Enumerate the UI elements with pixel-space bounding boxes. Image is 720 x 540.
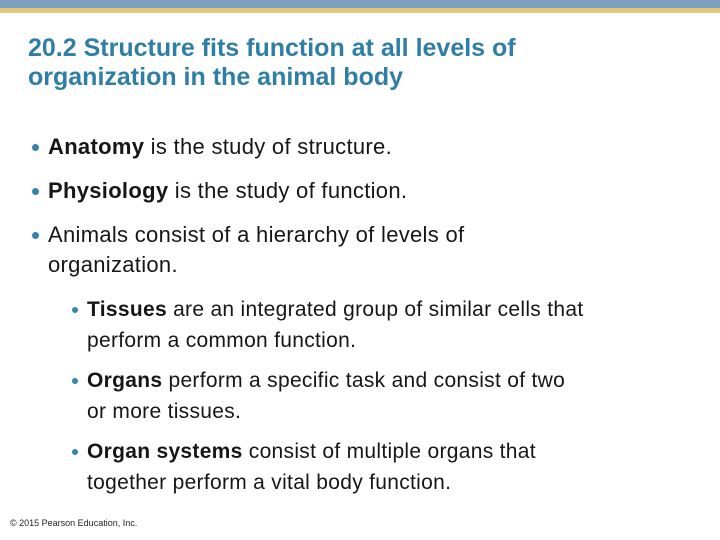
slide-title: 20.2 Structure fits function at all leve… [28,34,688,92]
subbullet-organ-systems-text-line-1: consist of multiple organs that [242,440,536,463]
bullet-dot-icon [32,144,39,151]
bullet-dot-icon [72,307,78,313]
top-accent-bar-yellow [0,8,720,13]
bullet-dot-icon [32,232,39,239]
bullet-dot-icon [32,188,39,195]
subbullet-tissues-term: Tissues [87,298,167,321]
bullet-physiology-term: Physiology [48,178,169,203]
bullet-anatomy: Anatomy is the study of structure. [0,132,720,162]
top-accent-bar-blue [0,0,720,8]
bullet-animals-text-line-2: organization. [48,252,178,277]
subbullet-tissues-text-line-2: perform a common function. [87,329,357,352]
subbullet-organ-systems-term: Organ systems [87,440,243,463]
bullet-animals-text-line-1: Animals consist of a hierarchy of levels… [48,222,465,247]
bullet-dot-icon [72,449,78,455]
bullet-anatomy-text: is the study of structure. [144,134,392,159]
copyright-notice: © 2015 Pearson Education, Inc. [10,518,138,528]
bullet-animals-hierarchy: Animals consist of a hierarchy of levels… [0,220,720,280]
slide-body: Anatomy is the study of structure. Physi… [0,132,720,507]
bullet-anatomy-term: Anatomy [48,134,145,159]
subbullet-organs-term: Organs [87,369,163,392]
subbullet-organs: Organs perform a specific task and consi… [0,365,720,427]
bullet-physiology-text: is the study of function. [168,178,408,203]
bullet-physiology: Physiology is the study of function. [0,176,720,206]
subbullet-organ-systems: Organ systems consist of multiple organs… [0,436,720,498]
slide-title-line-2: organization in the animal body [28,63,404,91]
bullet-dot-icon [72,378,78,384]
slide-title-line-1: 20.2 Structure fits function at all leve… [28,34,516,62]
subbullet-tissues-text-line-1: are an integrated group of similar cells… [166,298,584,321]
subbullet-organ-systems-text-line-2: together perform a vital body function. [87,471,452,494]
subbullet-organs-text-line-2: or more tissues. [87,400,242,423]
subbullet-tissues: Tissues are an integrated group of simil… [0,294,720,356]
subbullet-organs-text-line-1: perform a specific task and consist of t… [162,369,566,392]
